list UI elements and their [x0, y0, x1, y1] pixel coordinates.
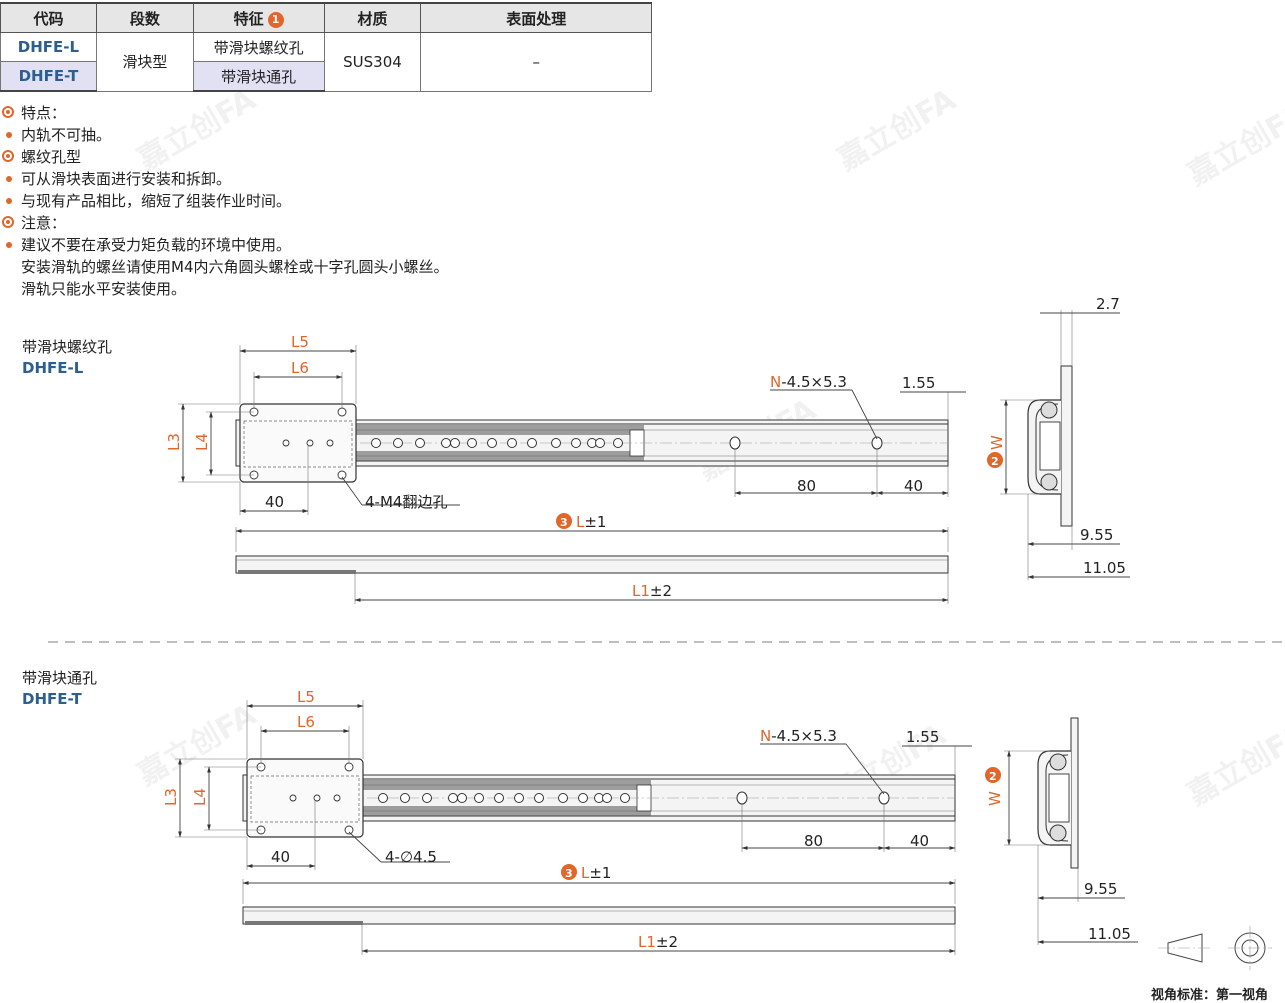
header-material: 材质 [323, 2, 422, 33]
dim-w: W [986, 791, 1004, 806]
header-surface: 表面处理 [420, 2, 652, 33]
target-icon [2, 150, 14, 162]
dim-155: 1.55 [902, 374, 935, 392]
note-plain: 安装滑轨的螺丝请使用M4内六角圆头螺栓或十字孔圆头小螺丝。 [21, 258, 449, 276]
table-row: DHFE-T 带滑块通孔 [0, 61, 652, 92]
ball-retainer-bottom [356, 451, 644, 461]
material-cell: SUS304 [323, 32, 422, 92]
hole-label-t: 4-∅4.5 [385, 848, 437, 866]
dim-955: 9.55 [1080, 526, 1113, 544]
surface-cell: – [420, 32, 652, 92]
mounting-slot [729, 436, 741, 450]
note-head-threaded: 螺纹孔型 [2, 146, 449, 168]
dim-1105: 11.05 [1083, 559, 1126, 577]
dim-l3: L3 [165, 433, 183, 451]
slider-block [246, 758, 364, 838]
dim-l1: L1±2 [632, 582, 672, 600]
slider-block [239, 403, 357, 483]
note-bullet: 与现有产品相比，缩短了组装作业时间。 [2, 190, 449, 212]
target-icon [2, 106, 14, 118]
ball-retainer-top [363, 780, 651, 790]
slot-label-l: N-4.5×5.3 [770, 373, 847, 391]
side-flange [1060, 365, 1073, 527]
dim-l6: L6 [297, 713, 315, 731]
badge-2: 2 [989, 770, 997, 783]
badge-3: 3 [560, 516, 568, 529]
stages-cell: 滑块型 [95, 32, 194, 92]
section-code: DHFE-L [22, 359, 84, 377]
dim-40-slider: 40 [271, 848, 290, 866]
section-code: DHFE-T [22, 690, 82, 708]
row-code: DHFE-T [0, 61, 97, 92]
bullet-icon [6, 132, 12, 138]
section-title: 带滑块通孔 [22, 669, 98, 687]
section-title: 带滑块螺纹孔 [22, 338, 113, 356]
dim-1105: 11.05 [1088, 925, 1131, 943]
header-code: 代码 [0, 2, 97, 33]
badge-2: 2 [991, 455, 999, 468]
hole-label-l: 4-M4翻边孔 [365, 493, 447, 511]
ball-retainer-bottom [363, 806, 651, 816]
mounting-slot [736, 791, 748, 805]
dim-80: 80 [804, 832, 823, 850]
bullet-icon [6, 242, 12, 248]
dim-l5: L5 [297, 688, 315, 706]
side-view-t: 2 W 9.55 11.05 [985, 717, 1138, 945]
projection-symbol-icon [1158, 926, 1272, 970]
note-bullet: 可从滑块表面进行安装和拆卸。 [2, 168, 449, 190]
header-feature-label: 特征 [233, 9, 264, 28]
dim-40-end: 40 [910, 832, 929, 850]
row-feature: 带滑块通孔 [192, 61, 325, 92]
note-head-caution: 注意： [2, 212, 449, 234]
dim-40-slider: 40 [265, 493, 284, 511]
header-stages: 段数 [95, 2, 194, 33]
badge-3: 3 [565, 867, 573, 880]
dim-l4: L4 [193, 433, 211, 451]
dim-l6: L6 [291, 359, 309, 377]
side-view-l: 2.7 2 W 9.55 11.05 [987, 295, 1130, 580]
slot-label-t: N-4.5×5.3 [760, 727, 837, 745]
note-bullet: 建议不要在承受力矩负载的环境中使用。 [2, 234, 449, 256]
dim-l1: L1±2 [638, 933, 678, 951]
dim-l3: L3 [162, 788, 180, 806]
section-heading-l: 带滑块螺纹孔 DHFE-L [22, 337, 112, 379]
feature-badge: 1 [267, 11, 284, 28]
bullet-icon [6, 176, 12, 182]
side-flange [1070, 717, 1079, 869]
dim-l-total: L±1 [576, 513, 606, 531]
dim-l5: L5 [291, 333, 309, 351]
front-view-t: L5 L6 L3 L4 40 4-∅4.5 80 40 N-4.5×5.3 1.… [162, 688, 972, 955]
dim-l4: L4 [191, 788, 209, 806]
note-bullet: 内轨不可抽。 [2, 124, 449, 146]
target-icon [2, 216, 14, 228]
bullet-icon [6, 198, 12, 204]
dim-955: 9.55 [1084, 880, 1117, 898]
row-code: DHFE-L [0, 32, 97, 62]
dim-w: W [988, 435, 1006, 450]
dim-80: 80 [797, 477, 816, 495]
view-standard-label: 视角标准：第一视角 [1151, 988, 1269, 1003]
table-row: DHFE-L 滑块型 带滑块螺纹孔 SUS304 – [0, 32, 652, 92]
note-plain: 滑轨只能水平安装使用。 [21, 280, 187, 298]
note-head-features: 特点： [2, 102, 449, 124]
row-feature: 带滑块螺纹孔 [192, 32, 325, 62]
front-view-l: L5 L6 L3 L4 40 4-M4翻边孔 80 40 N-4.5×5.3 [165, 333, 966, 604]
dim-155: 1.55 [906, 728, 939, 746]
notes-list: 特点： 内轨不可抽。 螺纹孔型 可从滑块表面进行安装和拆卸。 与现有产品相比，缩… [2, 102, 449, 300]
dim-40-end: 40 [904, 477, 923, 495]
dim-27: 2.7 [1096, 295, 1120, 313]
dim-l-total: L±1 [581, 864, 611, 882]
section-heading-t: 带滑块通孔 DHFE-T [22, 668, 97, 710]
ball-retainer-top [356, 425, 644, 435]
